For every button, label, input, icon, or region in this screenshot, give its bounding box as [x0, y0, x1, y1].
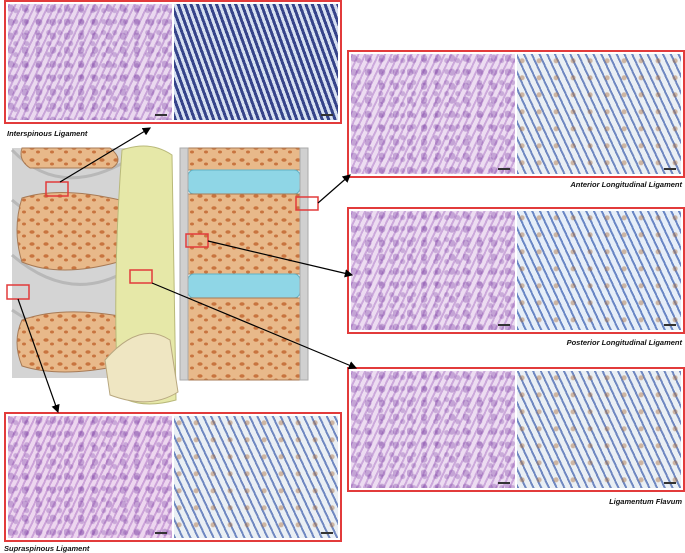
- anterior-longitudinal-he-image: [351, 54, 515, 174]
- supraspinous-he-image: [8, 416, 172, 538]
- label-supraspinous-ligament: Supraspinous Ligament: [4, 544, 90, 553]
- scale-bar: [321, 532, 333, 534]
- interspinous-histology-panel: [4, 0, 342, 124]
- ligamentum-flavum-histology-panel: [347, 367, 685, 492]
- marker-anterior-longitudinal: [295, 196, 319, 211]
- marker-ligamentum-flavum: [129, 269, 153, 284]
- marker-posterior-longitudinal: [185, 233, 209, 248]
- anterior-longitudinal-histology-panel: [347, 50, 685, 178]
- label-interspinous-ligament: Interspinous Ligament: [7, 129, 88, 138]
- marker-interspinous: [45, 181, 69, 197]
- scale-bar: [664, 168, 676, 170]
- supraspinous-histology-panel: [4, 412, 342, 542]
- scale-bar: [155, 532, 167, 534]
- posterior-longitudinal-he-image: [351, 211, 515, 330]
- interspinous-masson-image: [174, 4, 338, 120]
- scale-bar: [664, 482, 676, 484]
- arrow-icon: [17, 298, 60, 414]
- spinous-process: [16, 147, 127, 373]
- label-posterior-longitudinal-ligament: Posterior Longitudinal Ligament: [566, 338, 682, 347]
- label-anterior-longitudinal-ligament: Anterior Longitudinal Ligament: [570, 180, 682, 189]
- scale-bar: [321, 114, 333, 116]
- arrow-icon: [207, 240, 354, 278]
- interspinous-he-image: [8, 4, 172, 120]
- ligamentum-flavum-he-image: [351, 371, 515, 488]
- scale-bar: [498, 482, 510, 484]
- scale-bar: [155, 114, 167, 116]
- ligamentum-flavum-masson-image: [517, 371, 681, 488]
- scale-bar: [664, 324, 676, 326]
- supraspinous-masson-image: [174, 416, 338, 538]
- label-ligamentum-flavum: Ligamentum Flavum: [609, 497, 682, 506]
- anterior-longitudinal-masson-image: [517, 54, 681, 174]
- arrow-icon: [59, 127, 152, 183]
- vertebral-column: [179, 147, 309, 381]
- ligamentum-flavum-shape: [104, 145, 179, 405]
- arrow-icon: [151, 282, 358, 370]
- scale-bar: [498, 324, 510, 326]
- arrow-icon: [317, 174, 351, 204]
- scale-bar: [498, 168, 510, 170]
- posterior-longitudinal-masson-image: [517, 211, 681, 330]
